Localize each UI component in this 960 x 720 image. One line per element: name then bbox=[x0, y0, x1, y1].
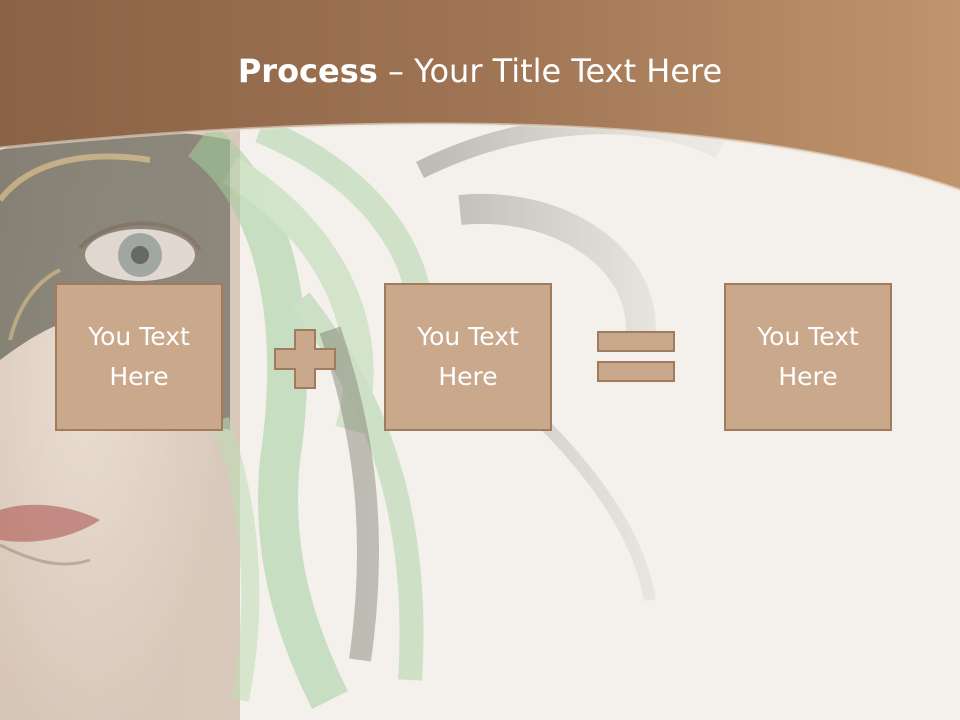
header-band bbox=[0, 0, 960, 190]
title-rest: – Your Title Text Here bbox=[377, 52, 723, 90]
process-box-1-text: You Text Here bbox=[88, 322, 190, 391]
process-box-1[interactable]: You Text Here bbox=[55, 283, 223, 431]
process-box-3-text: You Text Here bbox=[757, 322, 859, 391]
slide-title: Process – Your Title Text Here bbox=[0, 52, 960, 90]
plus-icon bbox=[274, 329, 336, 389]
title-bold: Process bbox=[237, 52, 378, 90]
equals-icon bbox=[597, 331, 675, 382]
process-box-2-text: You Text Here bbox=[417, 322, 519, 391]
process-box-2[interactable]: You Text Here bbox=[384, 283, 552, 431]
header-curve-highlight bbox=[0, 122, 960, 192]
process-box-3[interactable]: You Text Here bbox=[724, 283, 892, 431]
